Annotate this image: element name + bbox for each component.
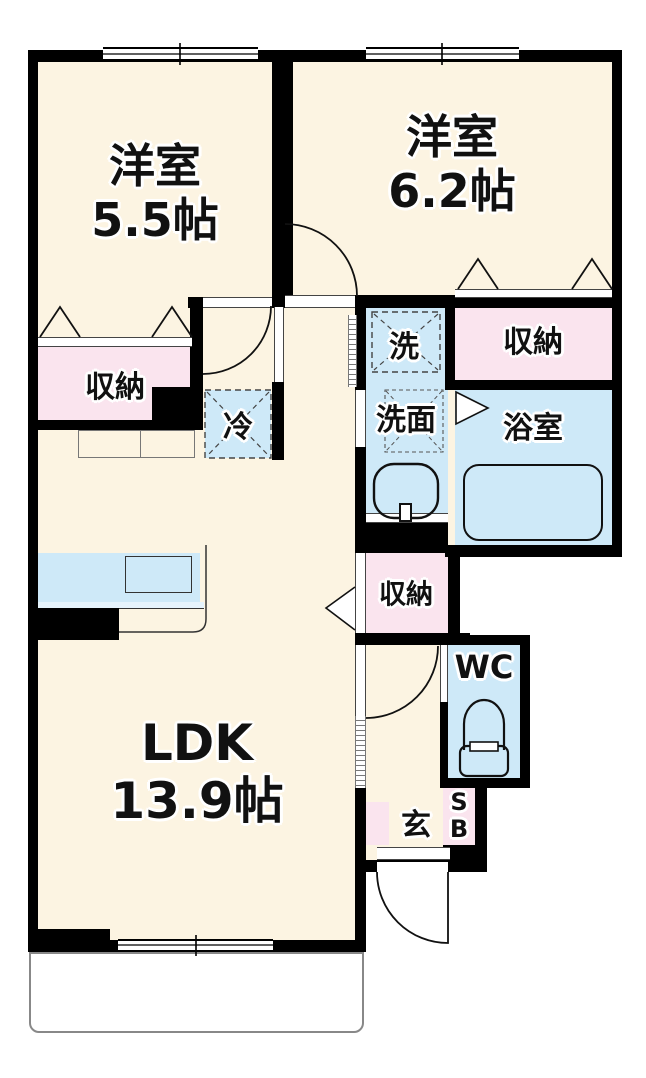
door-opening-bedroom1	[203, 297, 272, 308]
wall	[448, 545, 460, 633]
wall	[520, 635, 530, 788]
bedroom2-name: 洋室	[406, 110, 498, 164]
counter-under-closet	[78, 430, 195, 458]
washer-space-label: 洗	[389, 330, 419, 365]
accordion-door-lower	[355, 716, 366, 788]
ldk-label: LDK 13.9帖	[110, 714, 283, 830]
accordion-door-upper	[348, 315, 357, 387]
entrance-step-box	[366, 802, 389, 845]
door-opening-hall	[355, 645, 366, 718]
bedroom1-label: 洋室 5.5帖	[91, 139, 219, 247]
closet-bedroom2-track	[455, 289, 612, 298]
door-opening-entrance	[377, 862, 448, 872]
counter-divider	[140, 431, 142, 457]
wall	[355, 523, 448, 553]
entrance-step	[377, 847, 450, 860]
wall	[152, 387, 203, 420]
wall	[445, 380, 622, 390]
closet-bedroom1-label: 収納	[85, 370, 145, 405]
window-bedroom2	[366, 47, 519, 61]
closet-bedroom2-label: 収納	[503, 325, 563, 360]
bathroom-label: 浴室	[503, 411, 563, 446]
wall	[445, 545, 622, 557]
wc-label: WC	[454, 648, 514, 686]
washroom-label: 洗面	[376, 403, 436, 438]
bedroom2-size: 6.2帖	[388, 164, 516, 218]
ldk-size: 13.9帖	[110, 772, 284, 830]
wall	[38, 929, 110, 940]
window-bedroom1	[103, 47, 258, 61]
bedroom1-name: 洋室	[109, 139, 201, 193]
bedroom1-size: 5.5帖	[91, 193, 219, 247]
shoe-box-line1: S	[450, 788, 468, 816]
closet-bedroom1-track	[38, 337, 192, 347]
shoe-box-label: S B	[450, 789, 468, 843]
door-opening-wc	[440, 645, 448, 702]
wall	[445, 295, 455, 390]
kitchen-sink	[125, 556, 192, 593]
shoe-box-line2: B	[449, 815, 469, 843]
wall	[440, 702, 448, 788]
window-ldk	[118, 939, 273, 952]
wall	[28, 420, 203, 430]
wall	[28, 50, 38, 952]
closet-hall-track	[355, 553, 366, 633]
entrance-door-swing-arc	[376, 871, 449, 944]
bedroom2-label: 洋室 6.2帖	[388, 110, 516, 218]
wall	[440, 635, 530, 645]
wall	[440, 778, 530, 788]
entrance-label: 玄	[401, 808, 431, 843]
wall	[272, 382, 284, 460]
door-opening-bedroom2	[285, 295, 355, 308]
door-opening-washroom	[355, 390, 366, 447]
balcony	[29, 952, 364, 1033]
kitchen-partition-wall	[38, 608, 119, 640]
wall	[272, 50, 293, 308]
sliding-door-hall-upper	[274, 307, 284, 382]
refrigerator-label: 冷	[223, 410, 253, 445]
ldk-name: LDK	[140, 714, 254, 772]
closet-hall-label: 収納	[379, 579, 433, 611]
washbasin-step	[366, 513, 448, 523]
